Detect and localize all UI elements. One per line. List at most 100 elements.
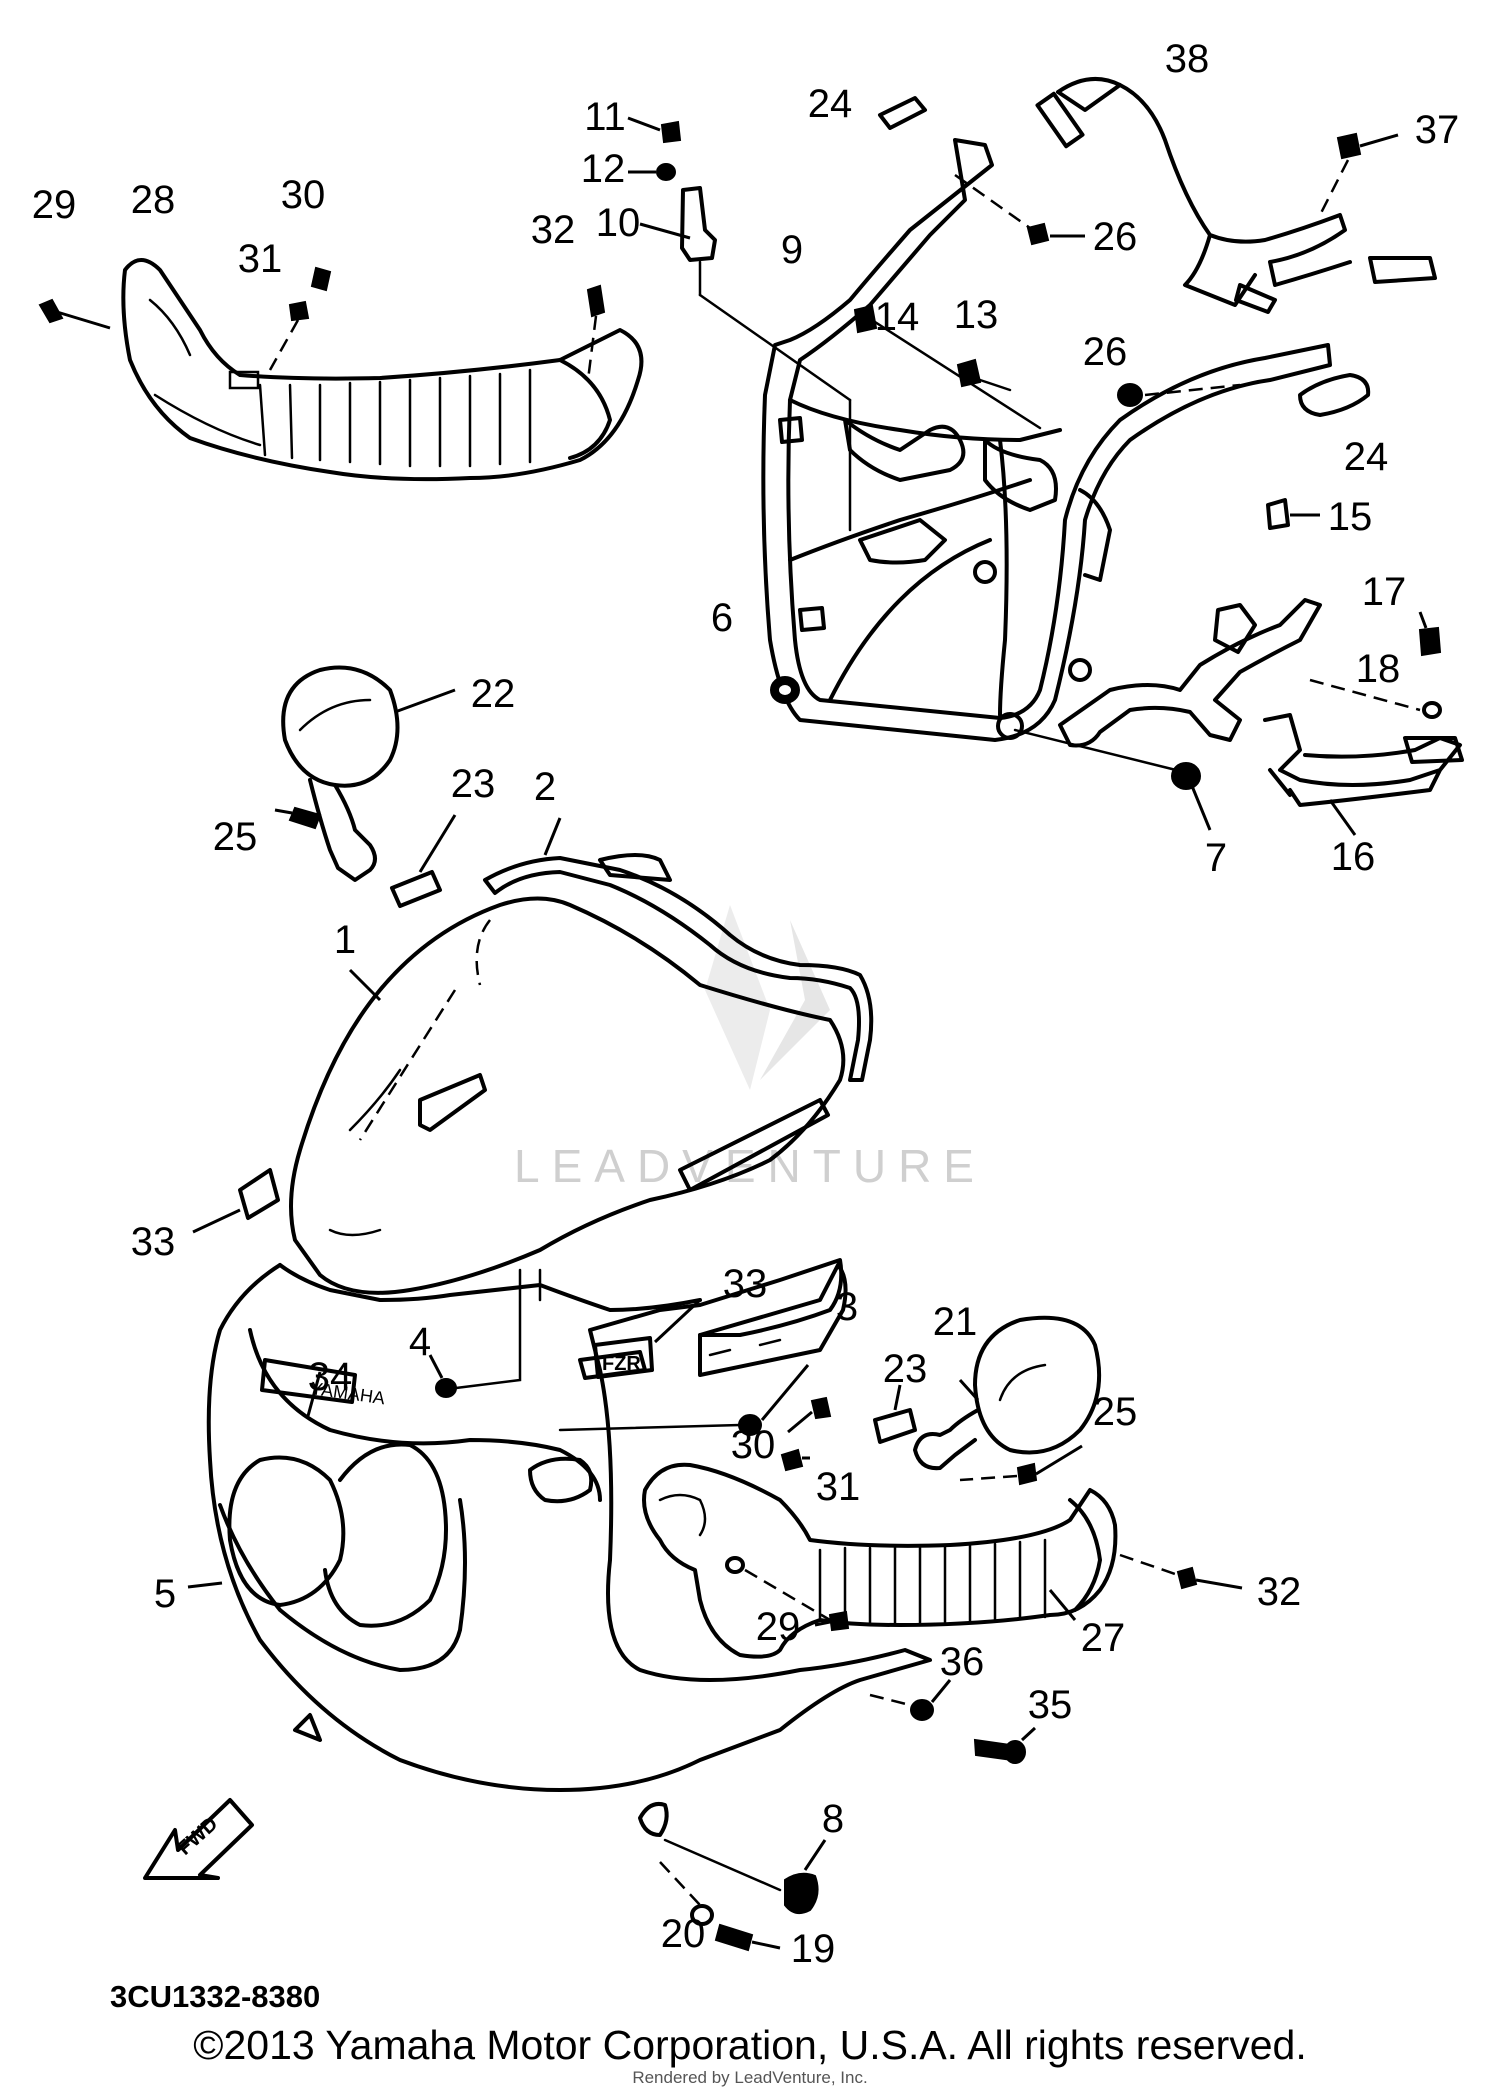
nut-36 (869, 1679, 952, 1721)
callout-27: 27 (1081, 1616, 1126, 1660)
bolt-17 (1418, 611, 1442, 657)
screw-25-right (959, 1444, 1083, 1486)
callout-25-b: 25 (1093, 1390, 1138, 1434)
callout-38: 38 (1165, 37, 1210, 81)
callout-18: 18 (1356, 647, 1401, 691)
callout-12: 12 (581, 147, 626, 191)
callout-21: 21 (933, 1300, 978, 1344)
bolt-14 (853, 304, 1042, 430)
leader-34 (306, 1371, 322, 1417)
copyright-notice: ©2013 Yamaha Motor Corporation, U.S.A. A… (193, 2022, 1307, 2068)
callout-1: 1 (334, 918, 356, 962)
callout-3: 3 (836, 1285, 858, 1329)
callout-9: 9 (781, 228, 803, 272)
gasket-23-right (873, 1384, 917, 1444)
screw-4 (428, 1268, 542, 1398)
gasket-23-left (390, 814, 457, 908)
callout-32-b: 32 (1257, 1570, 1302, 1614)
nut-7 (1013, 728, 1212, 831)
callout-33-b: 33 (723, 1262, 768, 1306)
callout-23-b: 23 (883, 1347, 928, 1391)
callout-7: 7 (1205, 836, 1227, 880)
panel-3 (698, 1263, 848, 1377)
callout-33: 33 (131, 1220, 176, 1264)
callout-24-b: 24 (1344, 435, 1389, 479)
callout-15: 15 (1328, 495, 1373, 539)
callout-23: 23 (451, 762, 496, 806)
mirror-right-21 (913, 1315, 1102, 1471)
callout-37: 37 (1415, 108, 1460, 152)
callout-22: 22 (471, 672, 516, 716)
callout-14: 14 (875, 295, 920, 339)
decal-33-fzr: FZR (593, 1298, 702, 1379)
stay-38 (1035, 76, 1437, 314)
windshield-molding-2 (483, 817, 874, 1082)
callout-19: 19 (791, 1927, 836, 1971)
callout-10: 10 (596, 201, 641, 245)
mirror-left-22 (281, 665, 456, 882)
cowling-5: YAMAHA (187, 1258, 932, 1792)
bolt-11 (627, 116, 682, 144)
watermark-text: LEADVENTURE (514, 1140, 986, 1192)
callout-29: 29 (32, 183, 77, 227)
fzr-decal-text: FZR (602, 1353, 641, 1375)
callout-26-b: 26 (1083, 330, 1128, 374)
mirror-bracket-16 (1058, 598, 1464, 836)
callout-8: 8 (822, 1797, 844, 1841)
callout-11: 11 (584, 95, 626, 139)
callout-13: 13 (954, 293, 999, 337)
nut-20 (659, 1861, 714, 1926)
callout-30-b: 30 (731, 1423, 776, 1467)
fwd-label: FWD (174, 1813, 223, 1860)
fairing-stay-9 (761, 138, 1332, 742)
callout-16: 16 (1331, 835, 1376, 879)
callout-6: 6 (711, 596, 733, 640)
callout-25: 25 (213, 815, 258, 859)
callout-labels: 29 28 30 31 32 11 12 10 24 38 37 9 26 14… (32, 37, 1460, 1971)
screw-25-left (274, 806, 322, 830)
callout-17: 17 (1362, 570, 1407, 614)
windshield-1 (289, 896, 846, 1295)
screw-30-right (787, 1396, 832, 1434)
washer-12 (628, 163, 676, 181)
callout-35: 35 (1028, 1683, 1073, 1727)
screw-19 (714, 1923, 781, 1952)
rubber-24-top (878, 96, 927, 130)
callout-4: 4 (409, 1320, 431, 1364)
screw-32-right (1119, 1553, 1243, 1590)
nut-3 (558, 1364, 810, 1436)
bolt-37 (1318, 132, 1399, 216)
bracket-10 (639, 186, 717, 297)
callout-32: 32 (531, 208, 576, 252)
callout-28: 28 (131, 178, 176, 222)
screw-35 (973, 1726, 1037, 1764)
callout-31-b: 31 (816, 1465, 861, 1509)
nut-18 (1309, 678, 1442, 719)
nut-31-right (780, 1448, 810, 1472)
callout-20: 20 (661, 1912, 706, 1956)
callout-30: 30 (281, 173, 326, 217)
leader-10-to-frame (698, 293, 852, 532)
screw-29-right (744, 1568, 850, 1632)
rendered-by-note: Rendered by LeadVenture, Inc. (632, 2068, 868, 2087)
air-duct-left (121, 258, 644, 482)
bolt-13 (956, 358, 1012, 392)
rubber-24-right (1298, 373, 1371, 417)
grommet-8 (638, 1801, 827, 1915)
nut-31-left (268, 300, 310, 371)
diagram-code: 3CU1332-8380 (110, 1979, 320, 2014)
nut-6 (770, 676, 800, 704)
callout-31: 31 (238, 237, 283, 281)
watermark-logo: LEADVENTURE (514, 905, 986, 1192)
callout-24: 24 (808, 82, 853, 126)
callout-36: 36 (940, 1640, 985, 1684)
decal-33-left (192, 1168, 280, 1234)
fwd-arrow-icon: FWD (143, 1798, 254, 1880)
callout-26: 26 (1093, 215, 1138, 259)
grommet-15 (1266, 498, 1320, 530)
callout-5: 5 (154, 1572, 176, 1616)
callout-29-b: 29 (756, 1605, 801, 1649)
air-duct-right (642, 1462, 1118, 1659)
callout-34: 34 (308, 1355, 353, 1399)
